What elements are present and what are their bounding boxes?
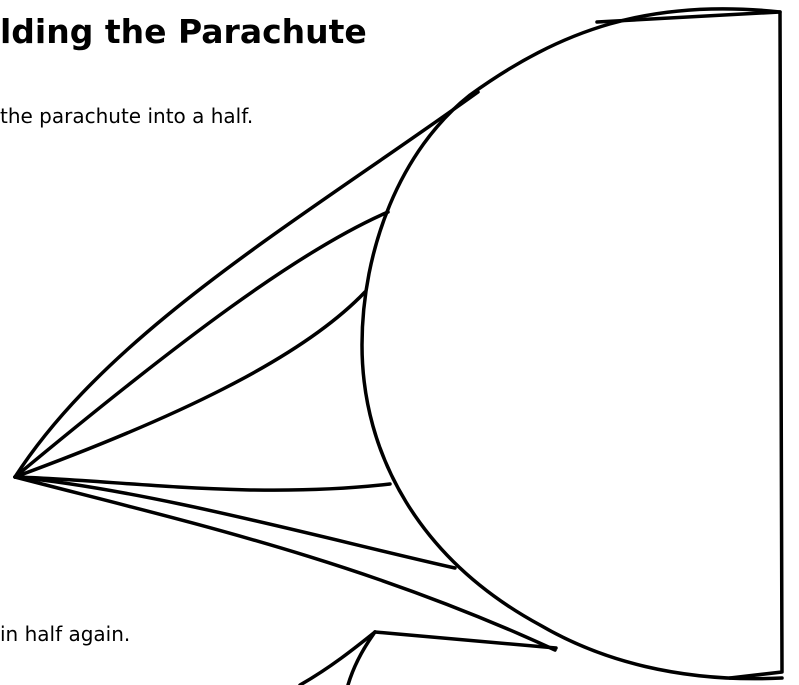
shroud-line-top-middle — [13, 210, 390, 479]
step-2-instruction: in half again. — [0, 622, 131, 646]
shroud-line-center — [13, 475, 392, 492]
step-1-instruction: the parachute into a half. — [0, 104, 254, 128]
page-title: lding the Parachute — [0, 12, 367, 51]
second-fold-inner — [346, 630, 377, 685]
second-fold-edge-left — [298, 630, 377, 685]
canopy-dome-outline — [360, 7, 784, 681]
second-fold-edge-right — [373, 630, 558, 650]
shroud-line-bottom-inner — [13, 475, 457, 570]
canopy-right-edge — [595, 10, 784, 680]
shroud-line-top-outer — [13, 90, 480, 479]
shroud-line-top-inner — [13, 290, 367, 479]
shroud-line-bottom-outer — [13, 475, 557, 652]
